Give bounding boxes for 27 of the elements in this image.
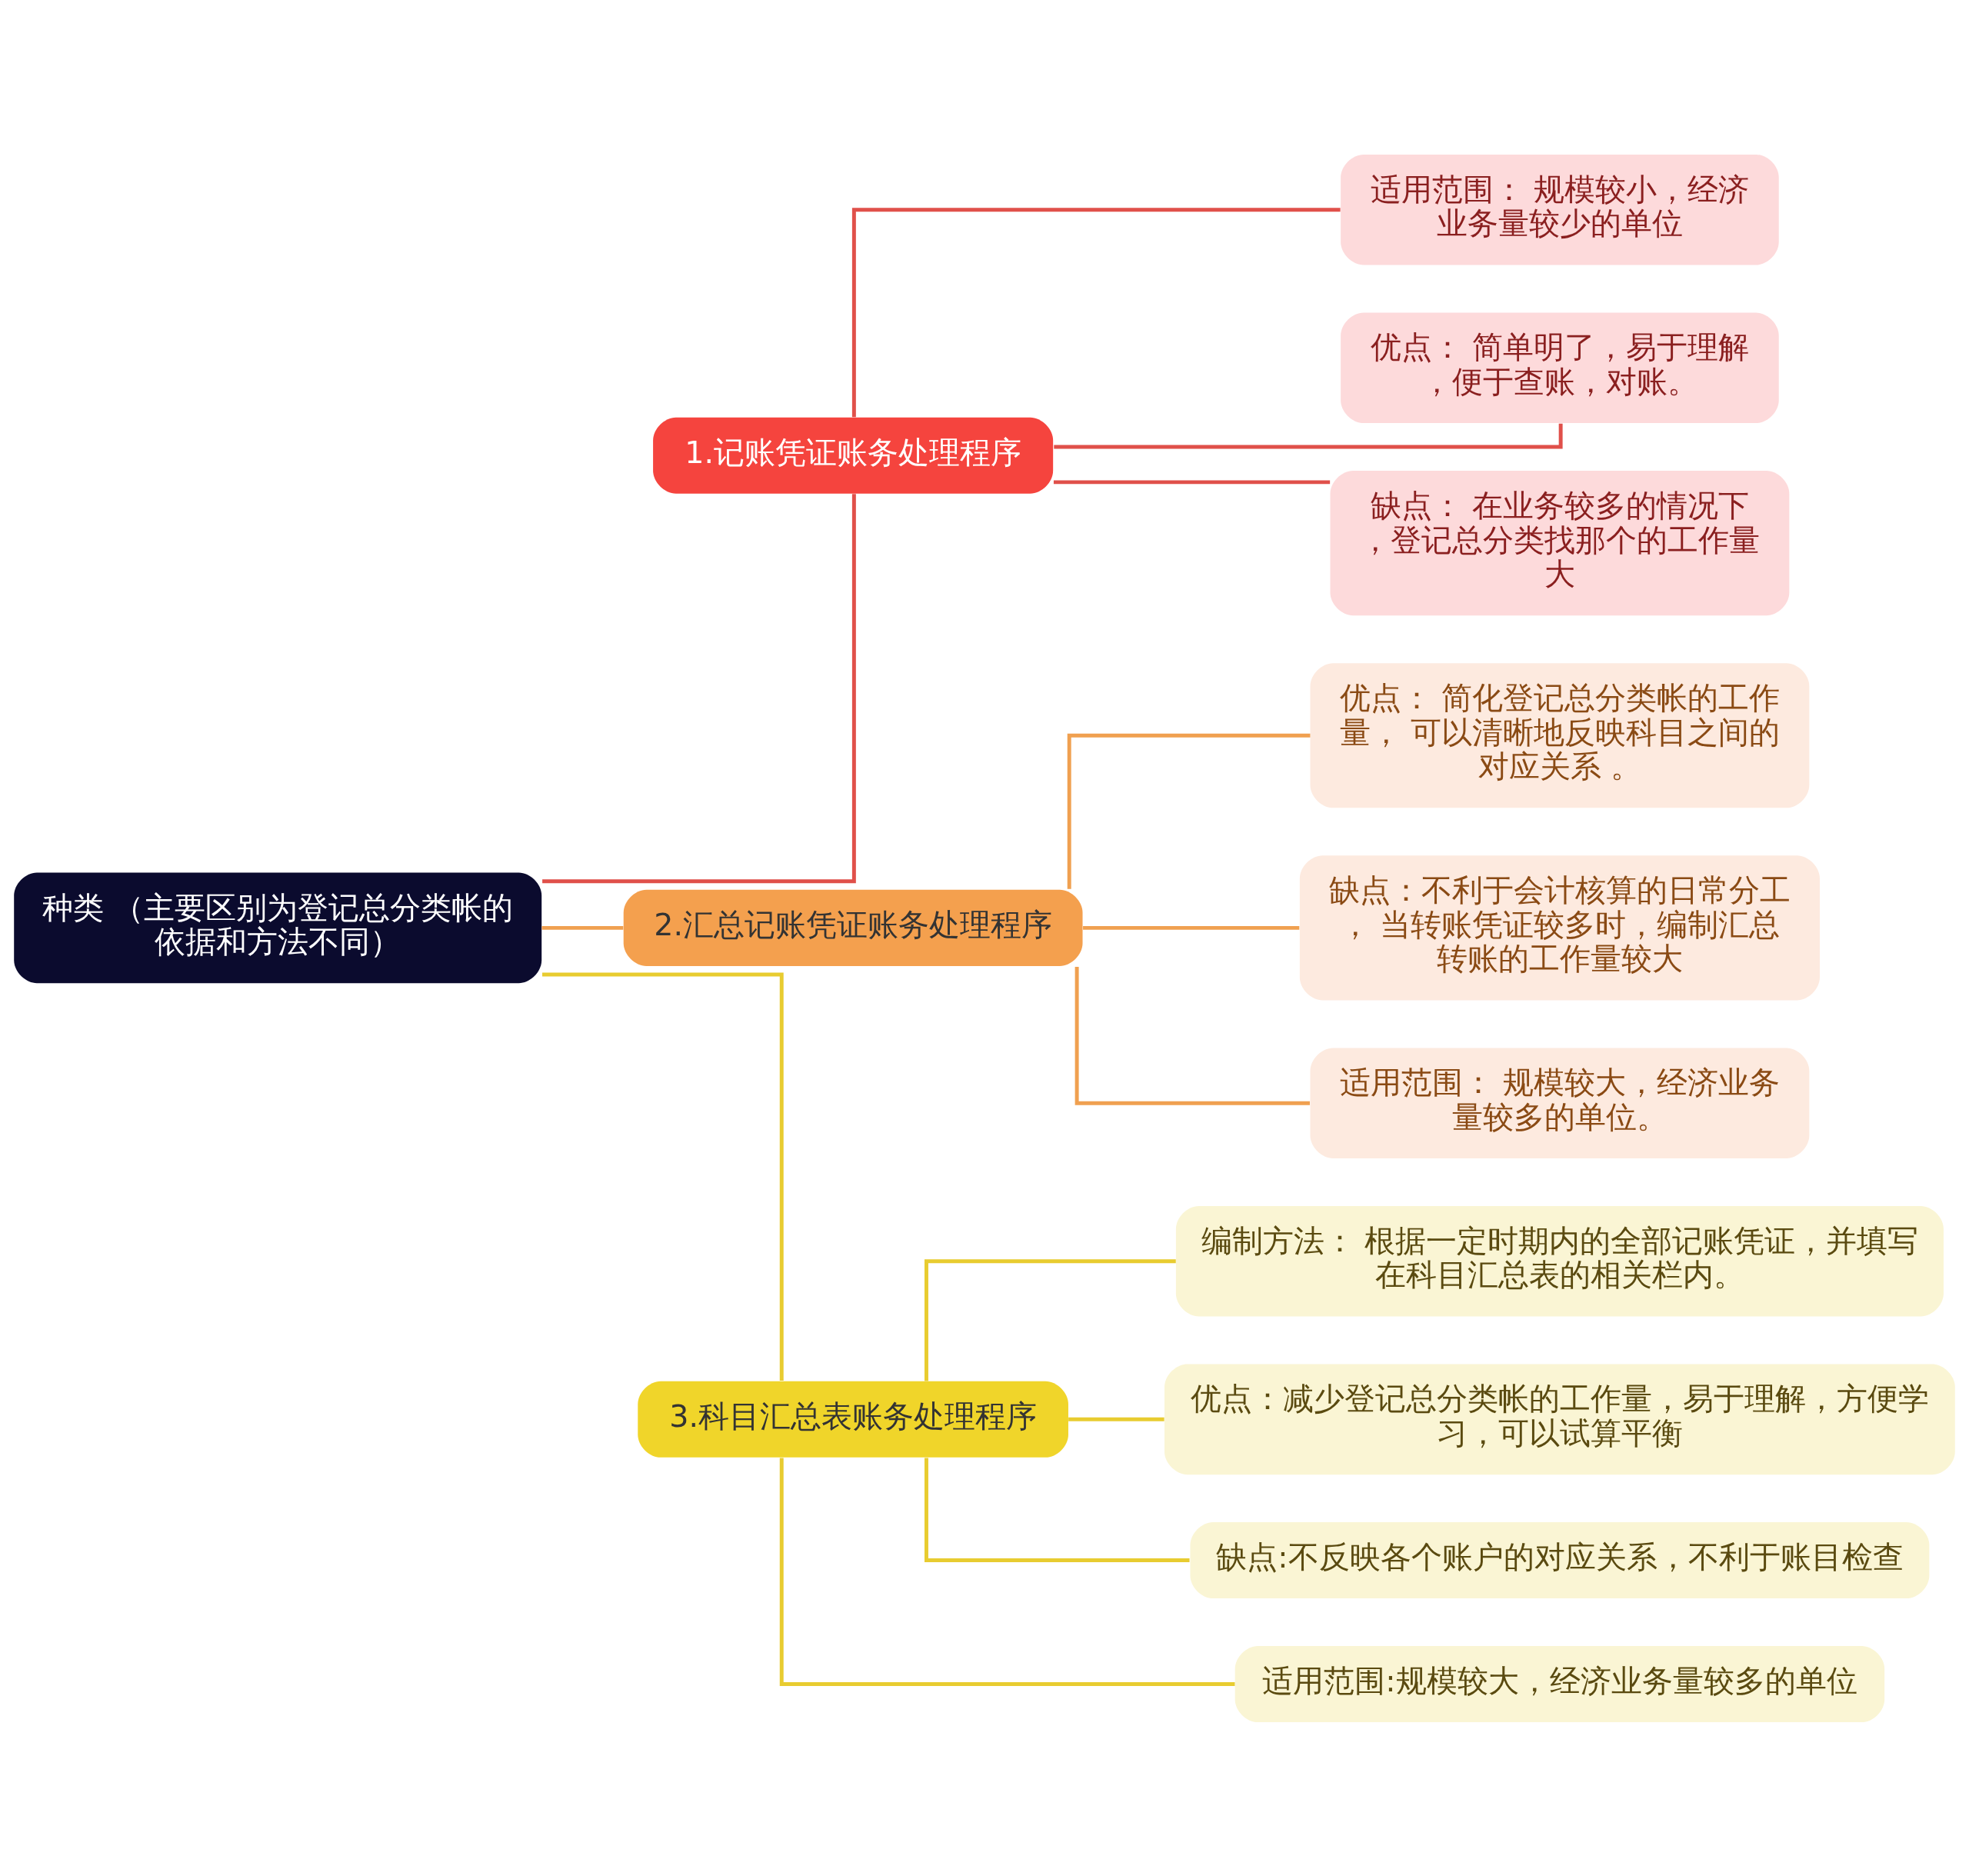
node-box: 1.记账凭证账务处理程序 [653, 417, 1054, 494]
connector [1068, 1417, 1164, 1421]
node-box: 编制方法： 根据一定时期内的全部记账凭证，并填写在科目汇总表的相关栏内。 [1175, 1205, 1944, 1317]
node-box: 3.科目汇总表账务处理程序 [638, 1381, 1068, 1458]
connector [1067, 733, 1311, 889]
node-box: 适用范围： 规模较小，经济业务量较少的单位 [1341, 154, 1779, 265]
connector [779, 1457, 1235, 1686]
connector [542, 493, 856, 883]
node-box: 优点： 简化登记总分类帐的工作量， 可以清晰地反映科目之间的对应关系 。 [1310, 662, 1810, 808]
connector [925, 1258, 1176, 1381]
connector [1074, 966, 1310, 1105]
node-box: 缺点：不利于会计核算的日常分工， 当转账凭证较多时，编制汇总转账的工作量较大 [1299, 855, 1820, 1000]
node-box: 缺点： 在业务较多的情况下，登记总分类找那个的工作量大 [1330, 470, 1790, 615]
node-box: 优点： 简单明了，易于理解，便于查账，对账。 [1341, 312, 1779, 423]
node-box: 适用范围： 规模较大，经济业务量较多的单位。 [1310, 1047, 1810, 1158]
node-box: 缺点:不反映各个账户的对应关系，不利于账目检查 [1190, 1521, 1930, 1598]
connector [1054, 423, 1563, 449]
node-box: 2.汇总记账凭证账务处理程序 [623, 889, 1083, 966]
connector [1083, 925, 1300, 930]
connector [541, 925, 624, 930]
node-box: 优点：减少登记总分类帐的工作量，易于理解，方便学习，可以试算平衡 [1164, 1364, 1955, 1474]
connector [1053, 479, 1331, 484]
connector [542, 972, 784, 1381]
connector [851, 207, 1341, 417]
node-box: 适用范围:规模较大，经济业务量较多的单位 [1234, 1645, 1885, 1722]
node-box: 种类 （主要区别为登记总分类帐的依据和方法不同） [14, 872, 542, 983]
connector [925, 1457, 1190, 1562]
